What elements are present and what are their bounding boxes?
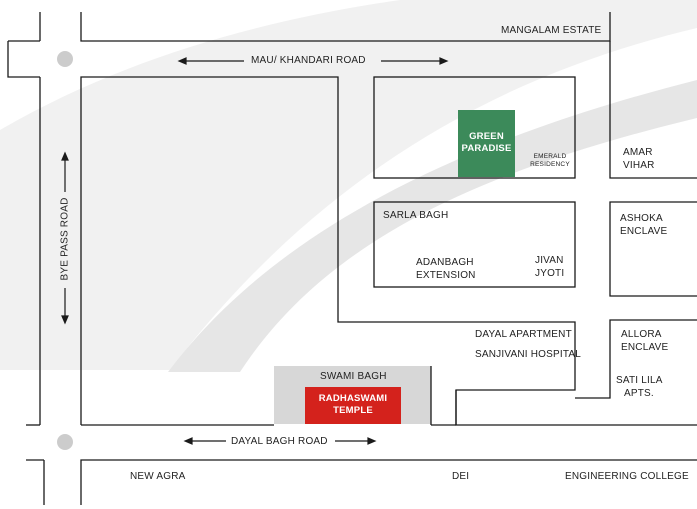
label-sarla-bagh: SARLA BAGH xyxy=(383,210,449,221)
label-mangalam-estate: MANGALAM ESTATE xyxy=(501,25,602,36)
block-edge xyxy=(80,76,576,425)
label-line: ADANBAGH xyxy=(416,257,474,268)
label-line: EMERALD xyxy=(533,153,567,160)
label-line: GREEN xyxy=(469,131,504,142)
label-dayal-apartment: DAYAL APARTMENT xyxy=(475,329,572,340)
label-allora-enclave: ALLORA ENCLAVE xyxy=(621,328,668,354)
background-swoosh xyxy=(0,0,697,370)
label-line: APTS. xyxy=(624,388,654,399)
dayal-bagh-road-south-edge xyxy=(80,459,697,505)
label-emerald-residency: EMERALD RESIDENCY xyxy=(529,153,571,169)
label-line: ALLORA xyxy=(621,329,662,340)
road-label-mau-khandari: MAU/ KHANDARI ROAD xyxy=(251,55,366,66)
junction-dot xyxy=(57,51,73,67)
label-swami-bagh: SWAMI BAGH xyxy=(320,371,387,382)
label-line: RADHASWAMI xyxy=(318,393,388,404)
label-sanjivani-hospital: SANJIVANI HOSPITAL xyxy=(475,349,582,360)
junction-dot xyxy=(57,434,73,450)
amar-vihar-block xyxy=(609,41,697,179)
label-new-agra: NEW AGRA xyxy=(130,471,186,482)
label-green-paradise: GREEN PARADISE xyxy=(458,131,515,155)
mau-khandari-road-north-edge xyxy=(80,12,611,42)
label-line: EXTENSION xyxy=(416,270,476,281)
road-label-dayal-bagh: DAYAL BAGH ROAD xyxy=(231,436,328,447)
road-label-bye-pass: BYE PASS ROAD xyxy=(59,197,71,281)
label-line: VIHAR xyxy=(623,160,655,171)
sarla-bagh-block xyxy=(373,201,576,288)
label-jivan-jyoti: JIVAN JYOTI xyxy=(535,254,564,280)
arrowhead-left xyxy=(177,57,187,65)
green-paradise-block xyxy=(458,110,515,177)
arrowhead-right xyxy=(439,57,449,65)
label-line: RESIDENCY xyxy=(530,161,570,168)
road-edge xyxy=(7,41,40,78)
label-line: PARADISE xyxy=(461,143,512,154)
label-line: JYOTI xyxy=(535,268,565,279)
radhaswami-temple-block xyxy=(305,387,401,424)
label-line: TEMPLE xyxy=(333,405,373,416)
label-line: AMAR xyxy=(623,147,653,158)
background-swoosh-band xyxy=(168,80,697,372)
allora-enclave-block xyxy=(575,319,697,399)
label-line: JIVAN xyxy=(535,255,564,266)
label-dei: DEI xyxy=(452,471,470,482)
label-line: ASHOKA xyxy=(620,213,663,224)
label-line: ENCLAVE xyxy=(620,226,668,237)
label-engineering-college: ENGINEERING COLLEGE xyxy=(565,471,689,482)
emerald-block xyxy=(373,76,576,179)
arrowhead-left xyxy=(183,437,193,445)
arrowhead-up xyxy=(61,151,69,161)
label-radhaswami-temple: RADHASWAMI TEMPLE xyxy=(305,393,401,417)
ashoka-enclave-block xyxy=(609,201,697,297)
arrowhead-right xyxy=(367,437,377,445)
arrowhead-down xyxy=(61,315,69,325)
label-amar-vihar: AMAR VIHAR xyxy=(623,146,655,172)
label-ashoka-enclave: ASHOKA ENCLAVE xyxy=(620,212,667,238)
label-sati-lila-apts: SATI LILA APTS. xyxy=(616,374,663,400)
label-adanbagh-extension: ADANBAGH EXTENSION xyxy=(416,256,476,282)
label-line: SATI LILA xyxy=(616,375,663,386)
label-line: ENCLAVE xyxy=(621,342,669,353)
